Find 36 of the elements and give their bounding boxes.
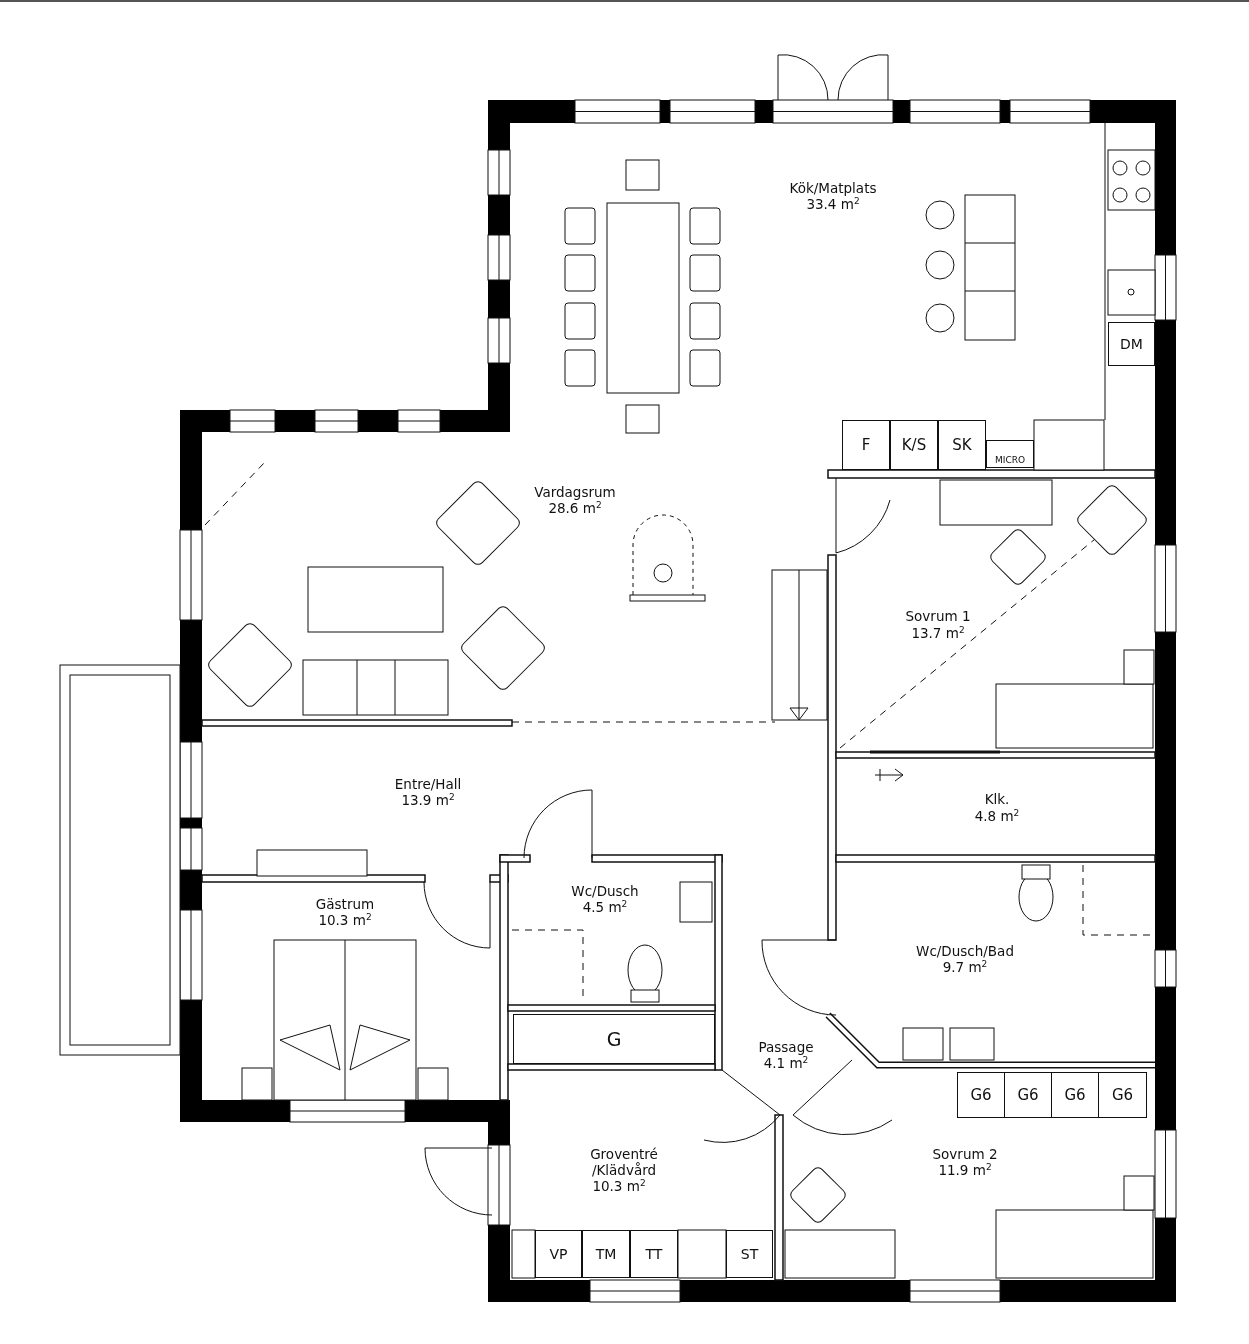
- cabinet-unit: G6: [1004, 1072, 1052, 1118]
- room-area: 33.4 m$^{2}$: [806, 196, 860, 212]
- room-area: 13.9 m$^{2}$: [401, 792, 455, 808]
- room-name: Groventré /Klädvård: [589, 1146, 659, 1178]
- cabinet-unit: SK: [938, 420, 986, 470]
- room-area: 11.9 m$^{2}$: [938, 1162, 992, 1178]
- room-name: Wc/Dusch/Bad: [916, 943, 1014, 959]
- cabinet-unit: VP: [535, 1230, 582, 1278]
- room-area: 13.7 m$^{2}$: [911, 625, 965, 641]
- cabinet-unit: G6: [957, 1072, 1005, 1118]
- room-name: Entre/Hall: [394, 776, 462, 792]
- room-area: 4.8 m$^{2}$: [974, 808, 1020, 824]
- cabinet-unit: G6: [1098, 1072, 1147, 1118]
- cabinet-unit: F: [842, 420, 890, 470]
- cabinet-unit: G: [513, 1014, 715, 1064]
- cabinet-unit: TT: [630, 1230, 678, 1278]
- room-area: 4.1 m$^{2}$: [763, 1055, 809, 1071]
- room-area: 9.7 m$^{2}$: [942, 959, 988, 975]
- room-name: Kök/Matplats: [789, 180, 877, 196]
- room-name: Klk.: [984, 791, 1010, 807]
- cabinet-unit: G6: [1051, 1072, 1099, 1118]
- room-area: 28.6 m$^{2}$: [548, 500, 602, 516]
- cabinet-unit: TM: [582, 1230, 630, 1278]
- room-area: 10.3 m$^{2}$: [318, 912, 372, 928]
- room-name: Sovrum 1: [905, 608, 971, 624]
- room-area: 10.3 m$^{2}$: [592, 1178, 646, 1194]
- cabinet-unit: MICRO: [986, 440, 1034, 468]
- room-name: Gästrum: [315, 896, 375, 912]
- cabinet-unit: ST: [726, 1230, 773, 1278]
- room-name: Sovrum 2: [932, 1146, 998, 1162]
- cabinet-unit: K/S: [890, 420, 938, 470]
- room-area: 4.5 m$^{2}$: [582, 899, 628, 915]
- room-name: Wc/Dusch: [571, 883, 639, 899]
- room-name: Passage: [758, 1039, 814, 1055]
- cabinet-unit: DM: [1108, 322, 1155, 366]
- room-name: Vardagsrum: [534, 484, 616, 500]
